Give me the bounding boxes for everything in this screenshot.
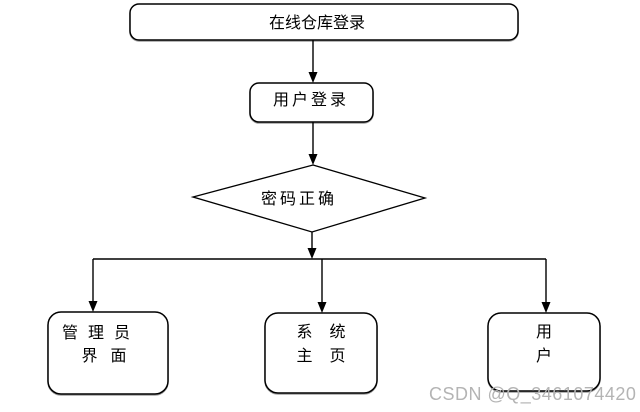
system-node-label-line2: 主 页: [296, 347, 345, 365]
decision-diamond-shape: [190, 164, 428, 233]
connector-branch-to-system: [317, 259, 327, 313]
connector-login-to-decision: [308, 122, 318, 165]
start-node: 在线仓库登录: [129, 3, 519, 41]
admin-node-shape: [47, 311, 169, 395]
arrow-down-icon: [317, 302, 327, 313]
user-node-label-line1: 用: [536, 324, 552, 341]
connector-branch-to-admin: [88, 259, 98, 312]
admin-node: 管 理 员 界 面: [47, 311, 169, 395]
system-node-label-line1: 系 统: [296, 323, 345, 341]
login-node-shape: [249, 82, 374, 123]
login-node-label: 用户登录: [273, 91, 349, 109]
start-node-shape: [129, 3, 519, 41]
system-node-shape: [264, 312, 378, 394]
user-node: 用 户: [487, 312, 601, 392]
arrow-down-icon: [308, 154, 318, 165]
arrow-down-icon: [307, 248, 317, 259]
decision-node: 密码正确: [190, 164, 428, 233]
decision-node-label: 密码正确: [261, 190, 337, 208]
user-node-label-line2: 户: [536, 347, 552, 365]
arrow-down-icon: [308, 72, 318, 83]
start-node-label: 在线仓库登录: [269, 14, 365, 32]
connector-start-to-login: [308, 40, 318, 83]
arrow-down-icon: [541, 302, 551, 313]
admin-node-label-line2: 界 面: [81, 347, 126, 365]
connector-branch-to-user: [541, 259, 551, 313]
login-node: 用户登录: [249, 82, 374, 123]
user-node-shape: [487, 312, 601, 392]
system-node: 系 统 主 页: [264, 312, 378, 394]
arrow-down-icon: [88, 301, 98, 312]
connector-decision-to-branch: [307, 232, 317, 259]
admin-node-label-line1: 管 理 员: [62, 324, 130, 342]
